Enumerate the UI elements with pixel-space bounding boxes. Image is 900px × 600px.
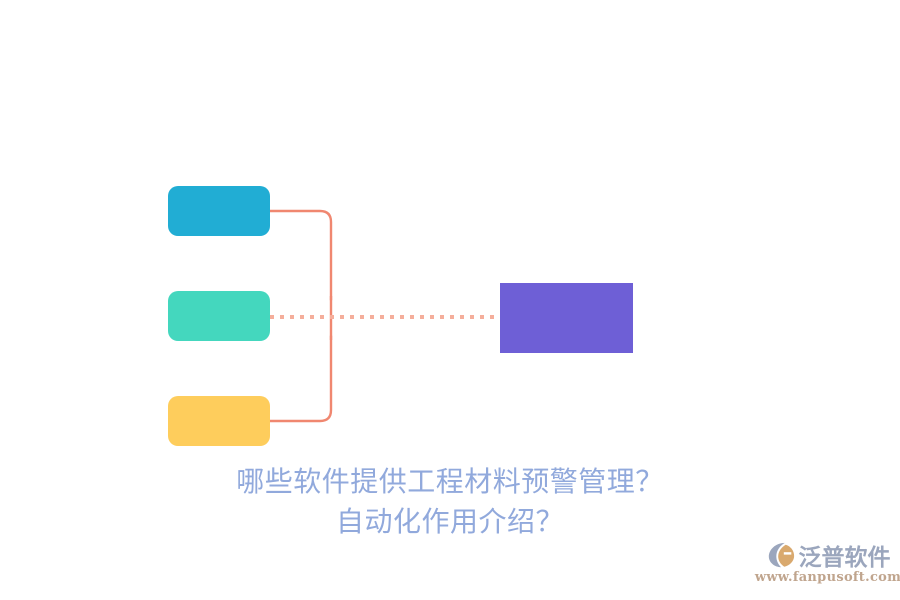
watermark-url-text: www.fanpusoft.com <box>754 570 900 585</box>
connector-blue-to-bus <box>268 209 333 302</box>
watermark-brand-text: 泛普软件 <box>798 545 891 571</box>
node-yellow[interactable] <box>168 396 270 446</box>
node-green[interactable] <box>168 291 270 341</box>
caption-line-2: 自动化作用介绍？ <box>335 505 564 538</box>
watermark-brand-row: 泛普软件 <box>766 538 891 572</box>
caption-block: 哪些软件提供工程材料预警管理？ 自动化作用介绍？ <box>0 462 900 542</box>
node-purple[interactable] <box>500 283 633 353</box>
caption-line-1: 哪些软件提供工程材料预警管理？ <box>236 465 664 498</box>
watermark: 泛普软件 www.fanpusoft.com <box>755 538 900 594</box>
fanpu-logo-icon <box>768 542 794 568</box>
node-blue[interactable] <box>168 186 270 236</box>
connector-yellow-to-bus <box>268 334 333 423</box>
